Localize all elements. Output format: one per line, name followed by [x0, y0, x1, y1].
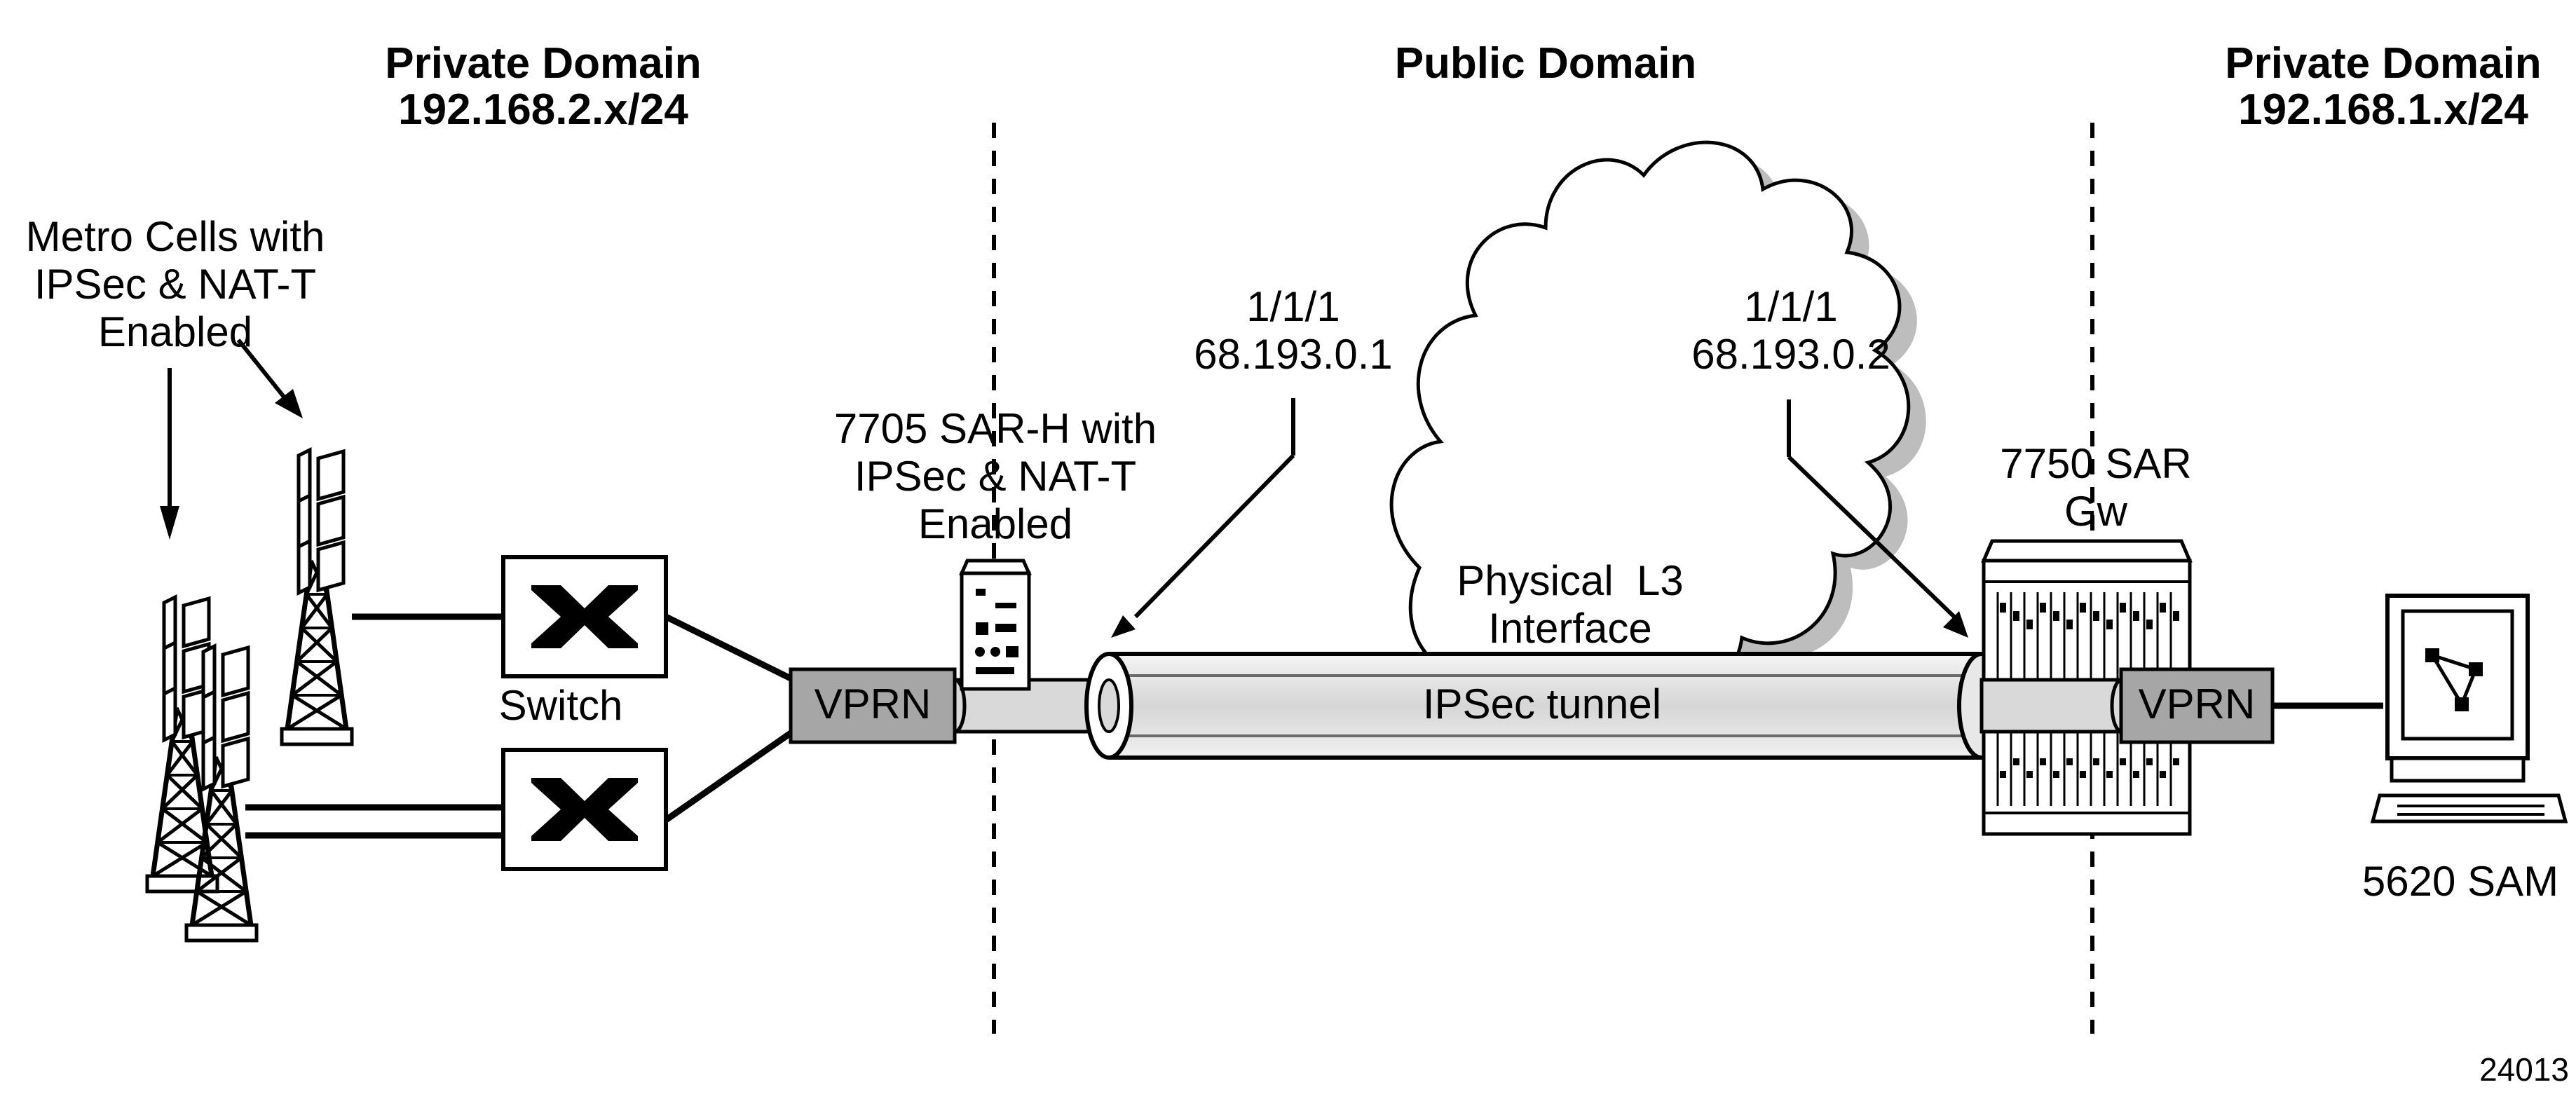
gateway-label-1: 7750 SAR: [2000, 440, 2192, 487]
cell-tower: [280, 446, 354, 746]
center-domain-title: Public Domain: [1394, 39, 1697, 88]
gateway-label-2: Gw: [2064, 488, 2127, 535]
metro-cells-label-3: Enabled: [97, 308, 253, 355]
pipe-right: [1979, 678, 2134, 734]
cell-tower: [184, 643, 259, 943]
right-domain-subnet: 192.168.1.x/24: [2238, 86, 2528, 134]
public-cloud: [1389, 140, 1926, 729]
metro-cell-towers: [145, 446, 354, 943]
link-switch2-vprn: [664, 730, 793, 823]
sar-h-device: [959, 559, 1032, 691]
port-right-ip: 68.193.0.2: [1691, 331, 1890, 378]
vprn-box-left: [789, 667, 957, 744]
right-domain-title: Private Domain: [2225, 39, 2542, 88]
vprn-right-label: VPRN: [2138, 681, 2256, 727]
sar-h-label-2: IPSec & NAT-T: [854, 453, 1137, 500]
switch-bottom: [501, 748, 668, 871]
sar-h-label-3: Enabled: [918, 500, 1073, 547]
cloud-label-2: Interface: [1488, 605, 1652, 652]
cloud-label-1: Physical L3: [1457, 557, 1684, 604]
link-switch1-vprn: [665, 613, 792, 682]
port-right-id: 1/1/1: [1744, 283, 1838, 330]
metro-cells-label-2: IPSec & NAT-T: [34, 261, 317, 308]
sam-label: 5620 SAM: [2362, 858, 2559, 905]
left-domain-title: Private Domain: [385, 39, 702, 88]
figure-id: 24013: [2479, 1051, 2569, 1088]
port-left-ip: 68.193.0.1: [1194, 331, 1393, 378]
switch-top: [501, 555, 668, 678]
arrows: [160, 339, 1968, 638]
switch-label: Switch: [498, 682, 623, 729]
vprn-box-right: [2119, 667, 2275, 744]
vprn-left-label: VPRN: [814, 681, 932, 727]
sar-h-label-1: 7705 SAR-H with: [833, 405, 1157, 452]
port-left-id: 1/1/1: [1246, 283, 1340, 330]
tunnel-label: IPSec tunnel: [1422, 681, 1662, 727]
sam-computer: [2370, 594, 2568, 823]
metro-cells-label-1: Metro Cells with: [25, 213, 325, 260]
left-domain-subnet: 192.168.2.x/24: [398, 86, 688, 134]
